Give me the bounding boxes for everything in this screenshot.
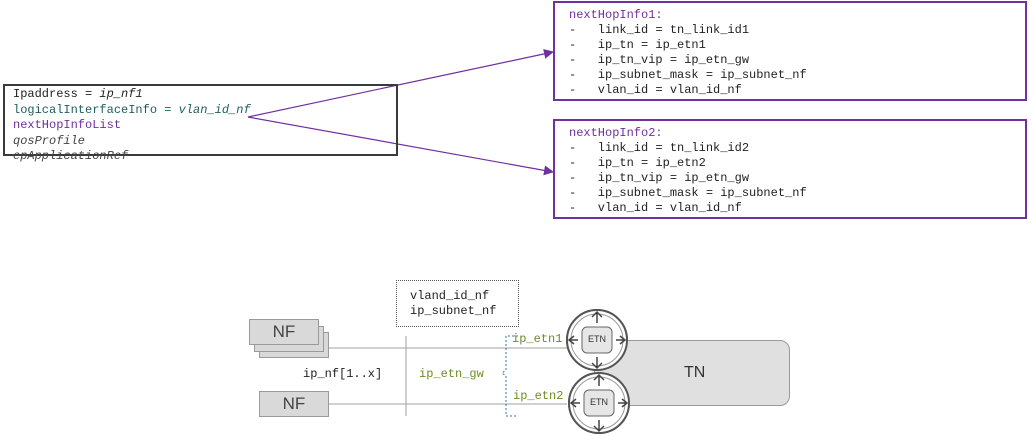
logical-interface-value: vlan_id_nf (178, 102, 251, 117)
ep-application-ref-row: epApplicationRef (13, 149, 129, 163)
next-hop-1-line: - ip_tn_vip = ip_etn_gw (569, 53, 750, 67)
nf-top-box: NF (249, 319, 319, 345)
vlan-box-line-1: vland_id_nf (410, 289, 490, 303)
next-hop-2-line: - ip_tn = ip_etn2 (569, 156, 706, 170)
gateway-label: ip_etn_gw (419, 367, 484, 381)
vlan-box-line-2: ip_subnet_nf (410, 304, 497, 318)
next-hop-2-line: - link_id = tn_link_id2 (569, 141, 750, 155)
next-hop-2-line: - ip_subnet_mask = ip_subnet_nf (569, 186, 807, 200)
etn2-router-icon-overlay (568, 372, 630, 434)
arrow-to-nexthop1 (247, 48, 554, 118)
qos-profile-row: qosProfile (13, 133, 86, 148)
next-hop-info-1-title: nextHopInfo1: (569, 8, 663, 22)
etn1-label: ETN (588, 334, 606, 344)
logical-interface-label: logicalInterfaceInfo = (13, 102, 179, 117)
ip-address-row: Ipaddress = ip_nf1 (13, 87, 396, 103)
arrow-to-nexthop2 (247, 116, 554, 176)
gateway-bracket (501, 335, 518, 417)
next-hop-2-line: - vlan_id = vlan_id_nf (569, 201, 742, 215)
etn1-ip-label: ip_etn1 (512, 332, 563, 346)
next-hop-info-2-title: nextHopInfo2: (569, 126, 663, 140)
next-hop-2-line: - ip_tn_vip = ip_etn_gw (569, 171, 750, 185)
ip-nf-label: ip_nf[1..x] (303, 367, 383, 381)
next-hop-list-row: nextHopInfoList (13, 118, 122, 132)
etn1-router-icon-overlay (566, 309, 628, 371)
next-hop-1-line: - vlan_id = vlan_id_nf (569, 83, 742, 97)
nf-bottom-box: NF (259, 391, 329, 417)
next-hop-1-line: - ip_tn = ip_etn1 (569, 38, 706, 52)
next-hop-info-1-box: nextHopInfo1: - link_id = tn_link_id1 - … (553, 1, 1027, 101)
next-hop-1-line: - ip_subnet_mask = ip_subnet_nf (569, 68, 807, 82)
tn-label: TN (684, 364, 706, 381)
next-hop-1-line: - link_id = tn_link_id1 (569, 23, 750, 37)
endpoint-attributes-box: Ipaddress = ip_nf1 logicalInterfaceInfo … (3, 84, 398, 163)
etn2-ip-label: ip_etn2 (513, 389, 564, 403)
ip-address-label: Ipaddress = (13, 87, 100, 101)
ip-address-value: ip_nf1 (99, 87, 143, 101)
etn2-label: ETN (590, 397, 608, 407)
logical-interface-row: logicalInterfaceInfo = vlan_id_nf (13, 103, 396, 119)
vlan-subnet-box: vland_id_nf ip_subnet_nf (396, 280, 519, 327)
next-hop-info-2-box: nextHopInfo2: - link_id = tn_link_id2 - … (553, 119, 1027, 219)
